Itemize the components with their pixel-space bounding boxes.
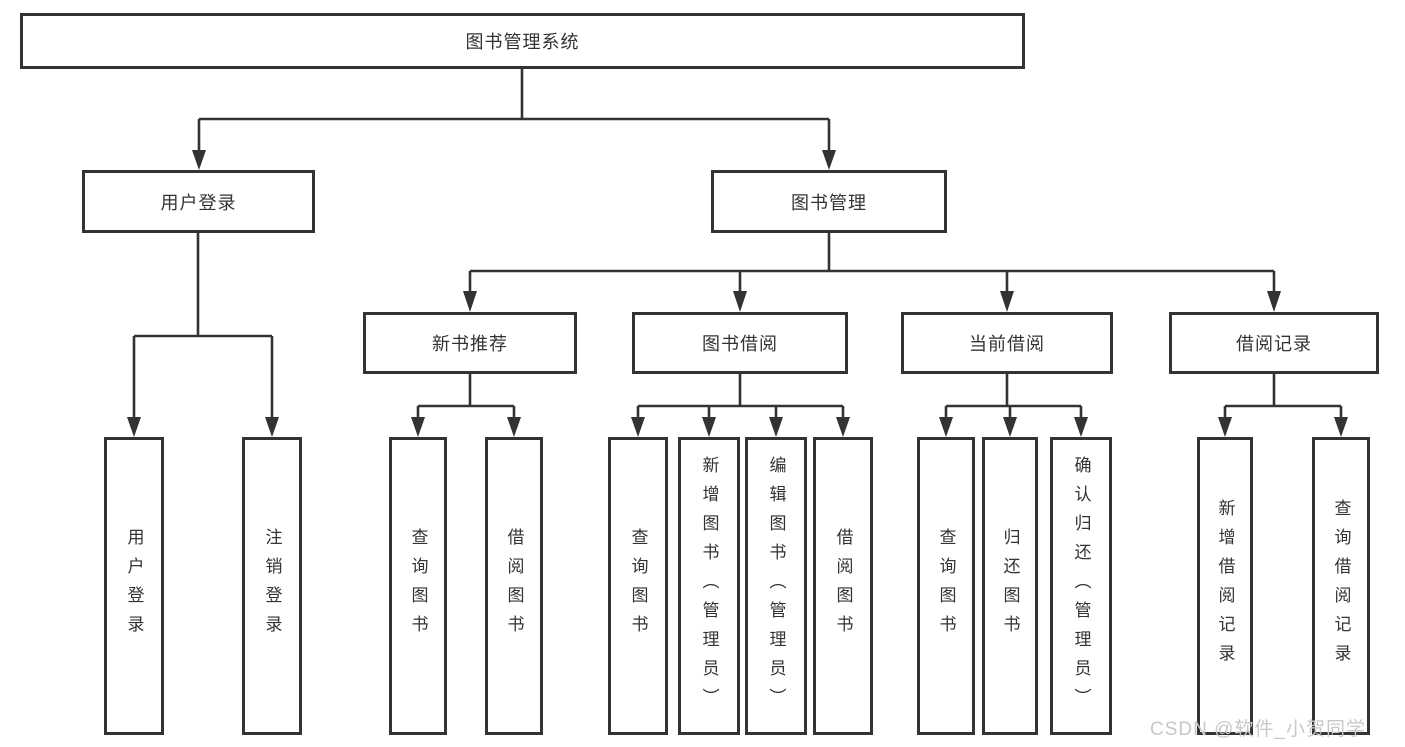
leaf-logout: 注销登录 (242, 437, 302, 735)
leaf-borrow-books-recommend: 借阅图书 (485, 437, 543, 735)
leaf-query-books-current: 查询图书 (917, 437, 975, 735)
leaf-query-borrow-record: 查询借阅记录 (1312, 437, 1370, 735)
node-new-book-recommend: 新书推荐 (363, 312, 577, 374)
leaf-borrow-books: 借阅图书 (813, 437, 873, 735)
leaf-add-book-admin: 新增图书（管理员） (678, 437, 740, 735)
node-current-borrowing: 当前借阅 (901, 312, 1113, 374)
leaf-confirm-return-admin: 确认归还（管理员） (1050, 437, 1112, 735)
leaf-add-borrow-record: 新增借阅记录 (1197, 437, 1253, 735)
leaf-query-books-borrowing: 查询图书 (608, 437, 668, 735)
node-borrow-records: 借阅记录 (1169, 312, 1379, 374)
node-user-login: 用户登录 (82, 170, 315, 233)
leaf-return-book: 归还图书 (982, 437, 1038, 735)
node-library-system: 图书管理系统 (20, 13, 1025, 69)
node-book-borrowing: 图书借阅 (632, 312, 848, 374)
csdn-watermark: CSDN @软件_小贺同学 (1150, 719, 1366, 740)
leaf-user-login: 用户登录 (104, 437, 164, 735)
leaf-query-books-recommend: 查询图书 (389, 437, 447, 735)
node-book-management: 图书管理 (711, 170, 947, 233)
leaf-edit-book-admin: 编辑图书（管理员） (745, 437, 807, 735)
